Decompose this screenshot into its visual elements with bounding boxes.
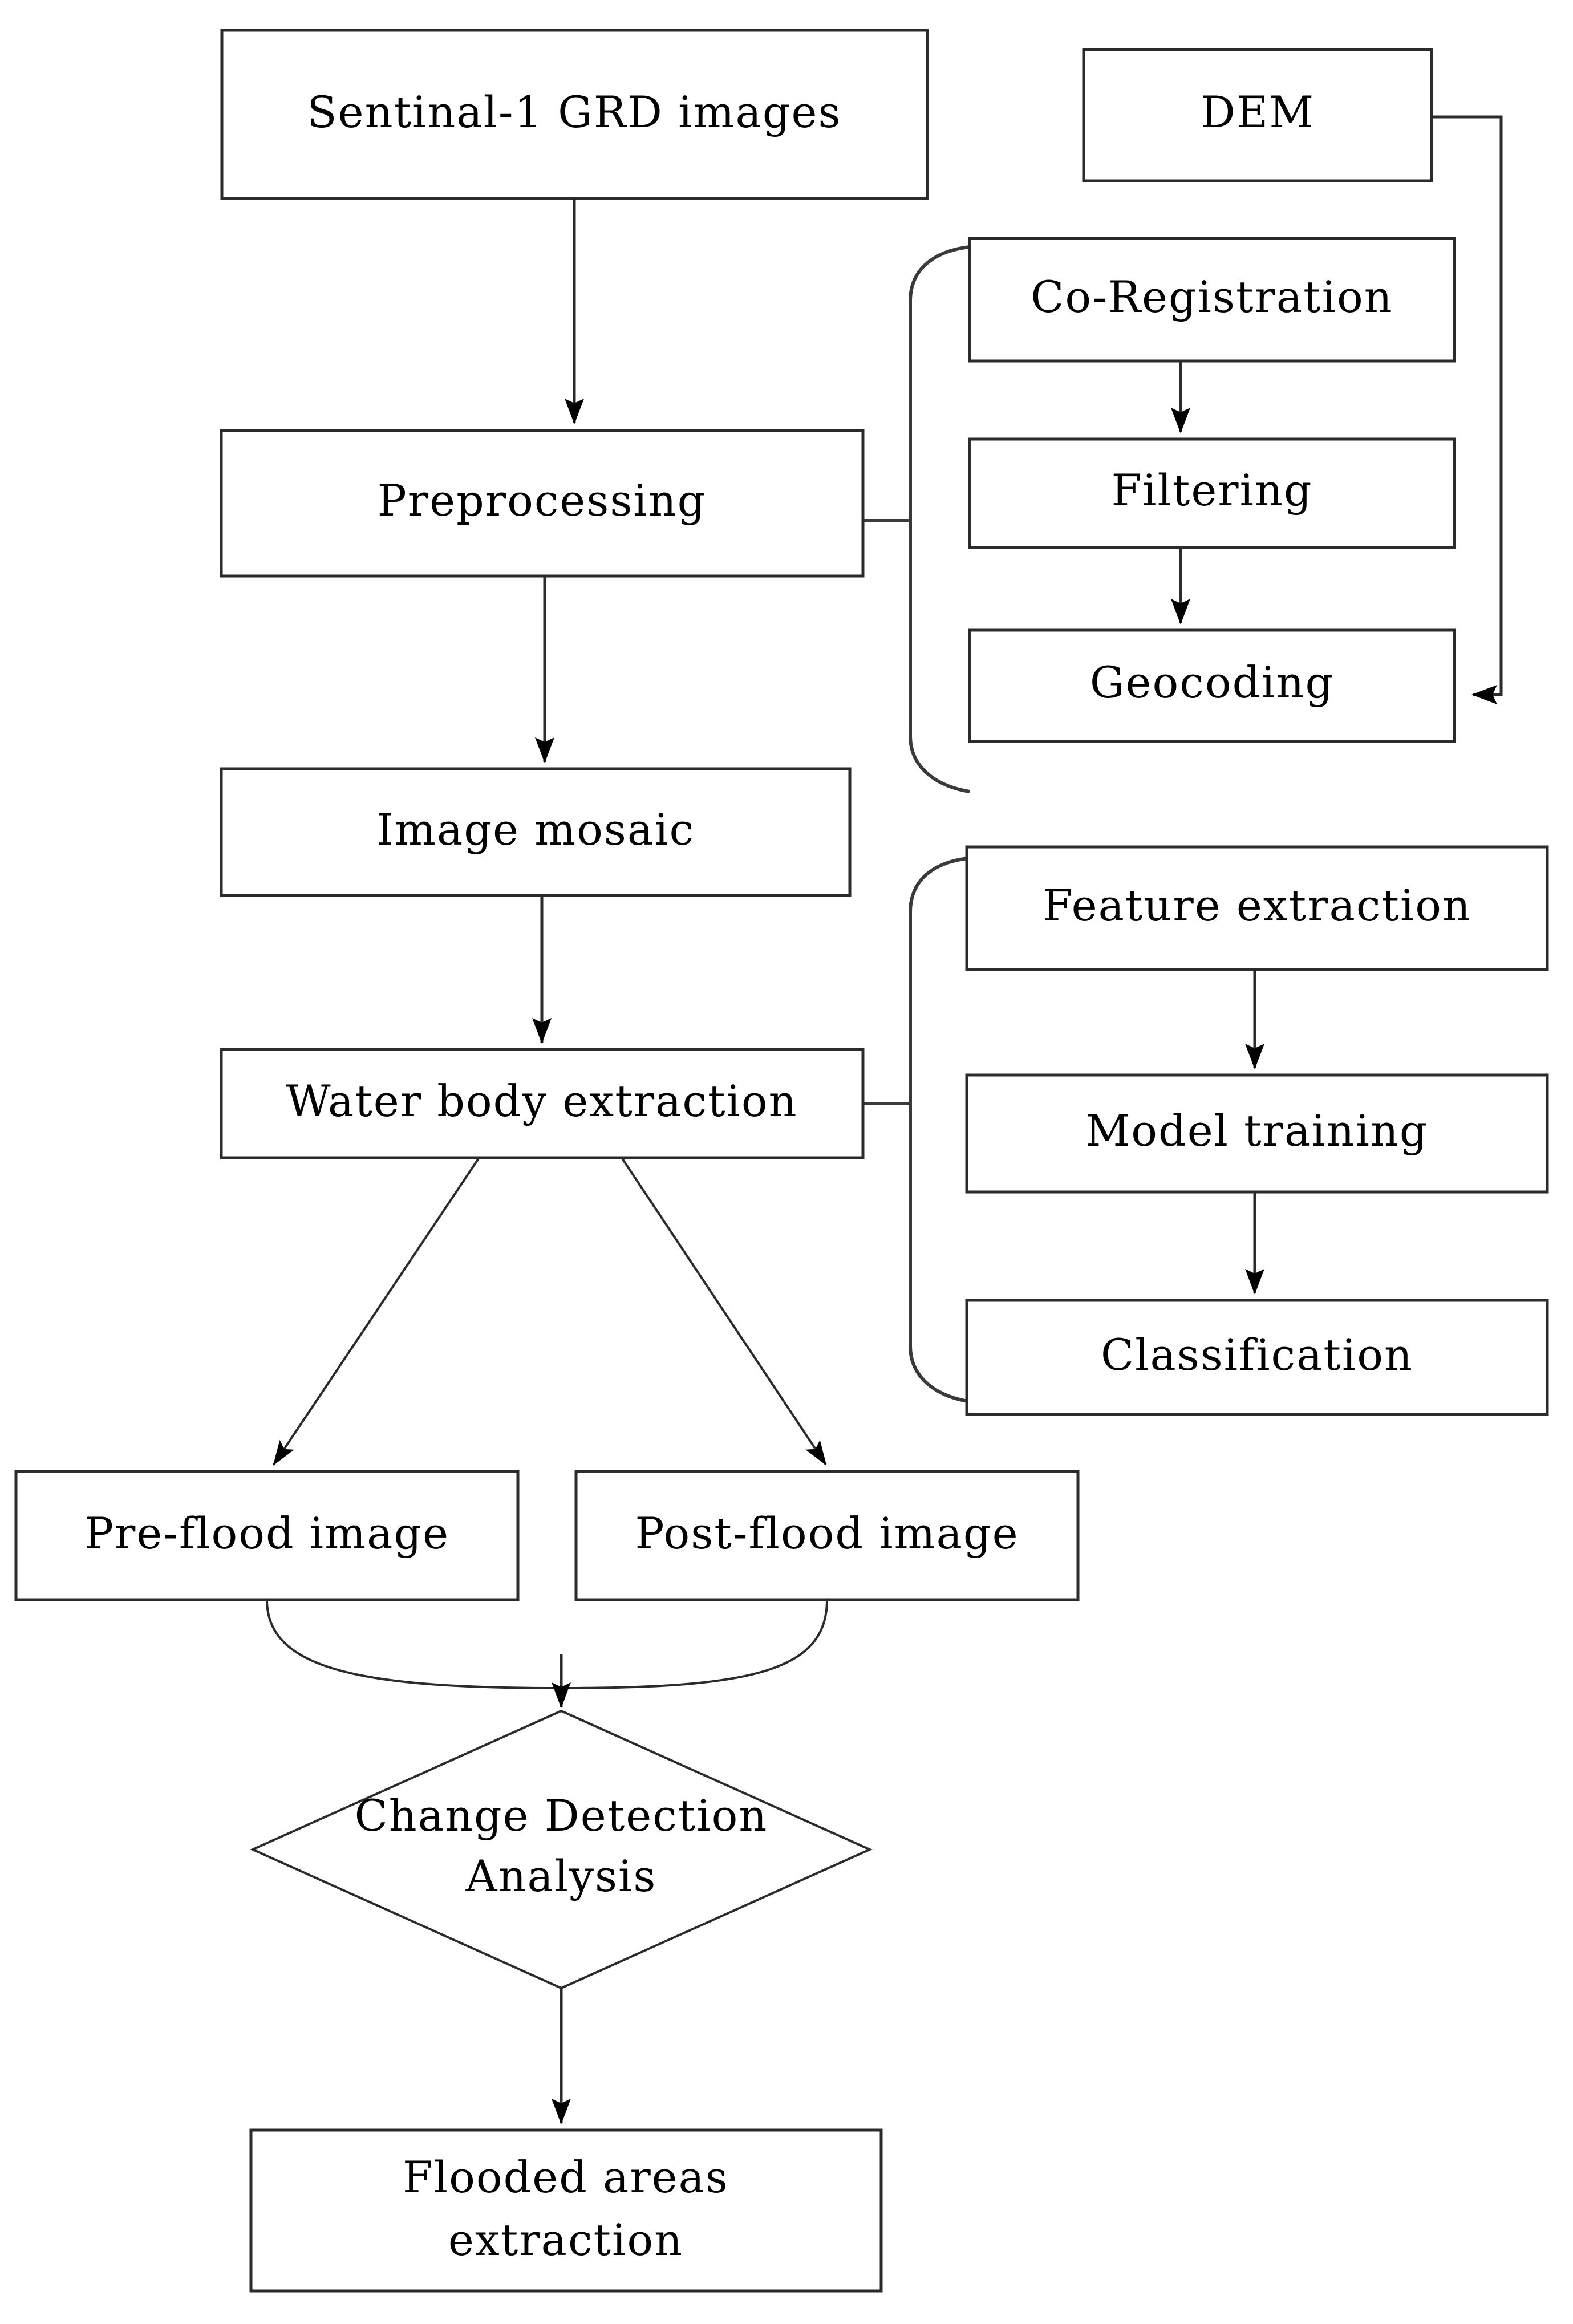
node-label-changedetection-line2: Analysis [465, 1851, 657, 1901]
node-preprocessing[interactable]: Preprocessing [220, 429, 865, 578]
node-label-changedetection-line1: Change Detection [355, 1790, 768, 1841]
node-label-flooded-line1: Flooded areas [403, 2152, 729, 2203]
node-label-sentinel: Sentinal-1 GRD images [307, 87, 842, 137]
edge-postflood-to-changedetection [561, 1599, 828, 1689]
node-change-detection-analysis[interactable]: Change Detection Analysis [250, 1709, 873, 1990]
node-dem[interactable]: DEM [1082, 48, 1433, 182]
edge-layer [266, 115, 1503, 2124]
node-label-dem: DEM [1201, 87, 1315, 137]
edge-waterbody-to-postflood [621, 1157, 827, 1466]
node-label-postfloodimage: Post-flood image [635, 1508, 1019, 1559]
node-label-waterbodyextraction: Water body extraction [286, 1076, 797, 1126]
edge-waterbody-to-preflood [273, 1157, 480, 1466]
node-pre-flood-image[interactable]: Pre-flood image [14, 1470, 520, 1601]
node-model-training[interactable]: Model training [965, 1073, 1549, 1194]
node-label-prefloodimage: Pre-flood image [84, 1508, 449, 1559]
node-flooded-areas-extraction[interactable]: Flooded areas extraction [249, 2128, 883, 2293]
node-label-modeltraining: Model training [1085, 1105, 1428, 1156]
brace-preprocessing-group [863, 245, 970, 793]
brace-waterbody-group [863, 857, 968, 1403]
node-label-coregistration: Co-Registration [1031, 271, 1393, 322]
node-geocoding[interactable]: Geocoding [968, 628, 1456, 743]
node-label-geocoding: Geocoding [1090, 657, 1334, 708]
edge-dem-to-geocoding [1432, 115, 1503, 704]
node-post-flood-image[interactable]: Post-flood image [574, 1470, 1080, 1601]
node-label-featureextraction: Feature extraction [1043, 880, 1471, 931]
node-co-registration[interactable]: Co-Registration [968, 237, 1456, 363]
node-water-body-extraction[interactable]: Water body extraction [220, 1048, 865, 1159]
node-classification[interactable]: Classification [965, 1299, 1549, 1416]
node-label-classification: Classification [1101, 1329, 1413, 1380]
node-sentinel-grd-images[interactable]: Sentinal-1 GRD images [220, 29, 929, 200]
node-label-flooded-line2: extraction [448, 2215, 683, 2265]
node-label-imagemosaic: Image mosaic [376, 804, 695, 855]
node-label-preprocessing: Preprocessing [378, 475, 707, 526]
node-filtering[interactable]: Filtering [968, 437, 1456, 549]
node-label-filtering: Filtering [1111, 465, 1312, 516]
node-image-mosaic[interactable]: Image mosaic [220, 767, 852, 897]
node-feature-extraction[interactable]: Feature extraction [965, 845, 1549, 971]
edge-preflood-to-changedetection [266, 1599, 562, 1689]
